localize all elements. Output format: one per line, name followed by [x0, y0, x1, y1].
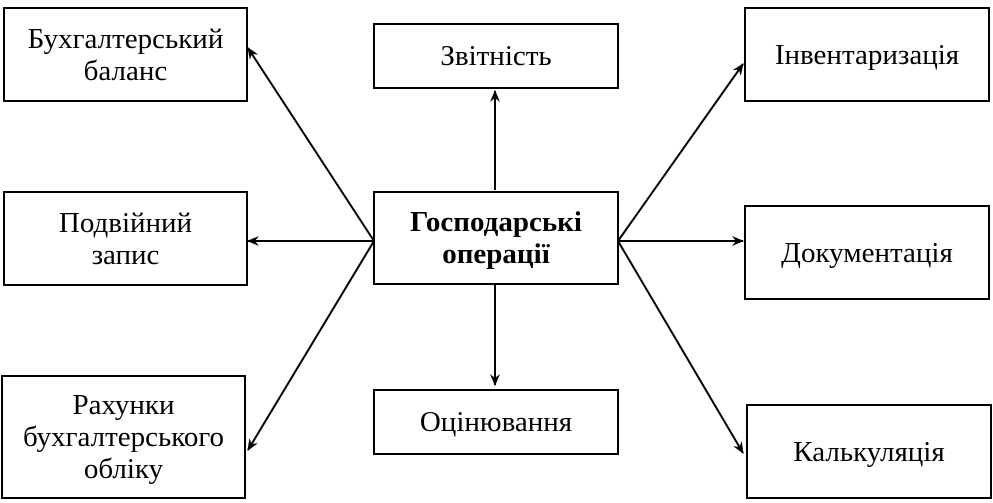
node-inventory: Інвентаризація — [744, 7, 990, 102]
node-business-operations-label: Господарські операції — [410, 206, 582, 270]
node-balance: Бухгалтерський баланс — [3, 7, 248, 102]
node-accounts: Рахунки бухгалтерського обліку — [1, 375, 246, 499]
arrow-to-costing — [617, 240, 744, 454]
node-documentation-label: Документація — [781, 236, 953, 269]
node-balance-label: Бухгалтерський баланс — [27, 22, 224, 87]
node-accounts-label: Рахунки бухгалтерського обліку — [22, 389, 225, 485]
node-inventory-label: Інвентаризація — [774, 38, 960, 71]
arrow-to-inventory — [617, 63, 744, 242]
node-costing: Калькуляція — [746, 404, 992, 499]
node-business-operations: Господарські операції — [373, 191, 619, 285]
node-reporting: Звітність — [373, 23, 619, 89]
node-double-entry-label: Подвійний запис — [58, 206, 193, 271]
node-documentation: Документація — [744, 205, 990, 300]
node-reporting-label: Звітність — [440, 40, 552, 72]
arrow-to-balance — [247, 47, 375, 242]
node-valuation: Оцінювання — [373, 389, 619, 455]
node-valuation-label: Оцінювання — [419, 406, 573, 438]
node-double-entry: Подвійний запис — [3, 191, 248, 286]
node-costing-label: Калькуляція — [793, 435, 945, 468]
arrow-to-accounts — [247, 240, 375, 451]
